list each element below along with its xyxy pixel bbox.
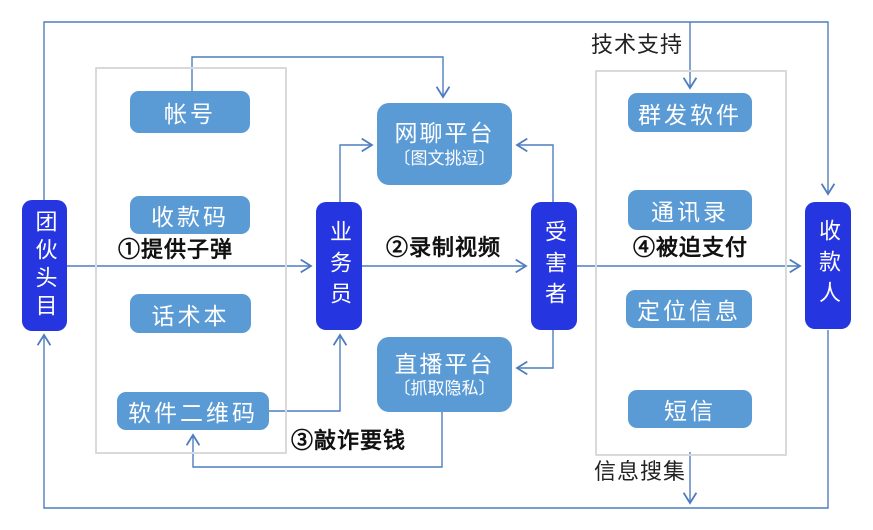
wire-account-to-chatplatform xyxy=(191,56,451,99)
label-step1-provide-ammo: ①提供子弹 xyxy=(118,237,234,262)
item-software-qrcode: 软件二维码 xyxy=(117,392,269,430)
item-contacts: 通讯录 xyxy=(628,190,752,230)
label-step4-forced-payment: ④被迫支付 xyxy=(633,235,749,260)
node-live-platform: 直播平台 〔抓取隐私〕 xyxy=(377,337,512,412)
wire-payee-to-leader-bottom xyxy=(36,330,829,509)
wire-victim-to-chatplatform xyxy=(515,137,554,202)
live-platform-subtitle: 〔抓取隐私〕 xyxy=(393,379,496,399)
live-platform-title: 直播平台 xyxy=(394,350,495,377)
node-payee: 收款人 xyxy=(805,202,851,329)
item-location-info: 定位信息 xyxy=(626,290,752,328)
item-script-book: 话术本 xyxy=(130,294,251,333)
wire-victim-to-liveplatform xyxy=(515,330,554,376)
wire-salesman-to-chatplatform xyxy=(339,137,374,202)
item-mass-send-software: 群发软件 xyxy=(628,93,752,132)
left-resources-frame xyxy=(95,67,287,454)
right-tools-frame xyxy=(595,70,787,456)
wire-qrcode-to-salesman xyxy=(269,333,348,412)
node-chat-platform: 网聊平台 〔图文挑逗〕 xyxy=(377,103,512,185)
wire-liveplatform-to-qrcode xyxy=(185,412,443,468)
item-payment-code: 收款码 xyxy=(130,196,250,234)
chat-platform-title: 网聊平台 xyxy=(394,120,495,146)
item-sms: 短信 xyxy=(628,390,752,428)
label-step2-record-video: ②录制视频 xyxy=(386,235,502,260)
label-step3-extort-money: ③敲诈要钱 xyxy=(291,428,407,453)
label-tech-support: 技术支持 xyxy=(591,32,684,57)
wire-leader-to-payee-top xyxy=(43,21,836,200)
node-salesman: 业务员 xyxy=(316,202,362,330)
item-account: 帐号 xyxy=(130,91,250,133)
label-info-collect: 信息搜集 xyxy=(594,459,687,484)
node-victim: 受害者 xyxy=(531,202,577,330)
chat-platform-subtitle: 〔图文挑逗〕 xyxy=(393,148,496,168)
node-gang-leader: 团伙头目 xyxy=(22,200,67,331)
